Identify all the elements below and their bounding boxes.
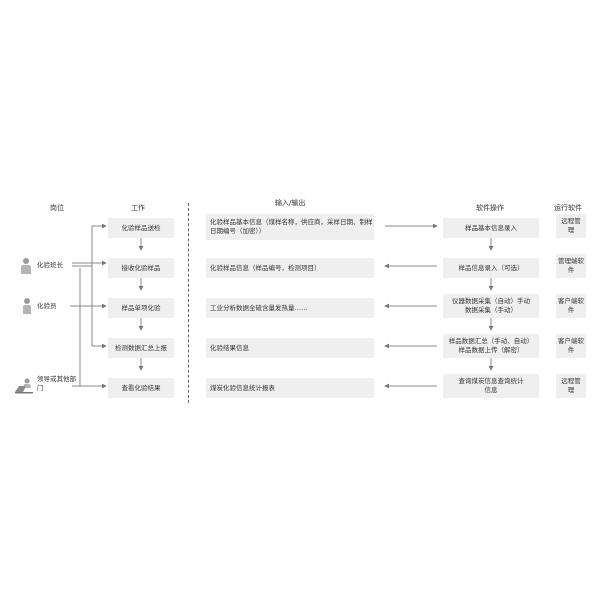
header-work: 工作 (131, 204, 145, 212)
column-divider (188, 203, 189, 403)
run-box-2: 管理端软件 (556, 254, 586, 278)
sw-box-1: 样品基本信息录入 (443, 218, 539, 238)
run-label: 客户端软件 (558, 337, 584, 354)
io-box-1: 化验样品基本信息（煤样名称，供应商，采样日期、制样日期编号（加密）） (206, 214, 374, 240)
sw-box-3: 仪器数据采集（自动）手动数据采集（手动） (443, 294, 539, 318)
run-box-1: 远程管理 (556, 214, 586, 238)
run-box-3: 客户端软件 (556, 294, 586, 318)
header-run-software: 运行软件 (554, 204, 582, 212)
sw-label: 样品信息录入（可选） (458, 263, 524, 272)
sw-box-2: 样品信息录入（可选） (443, 258, 539, 278)
run-label: 客户端软件 (558, 297, 584, 314)
io-label: 工业分析数据全硫含量发热量…… (210, 303, 308, 312)
person-icon (22, 297, 32, 319)
io-label: 化验样品信息（样品编号，检测项目） (210, 263, 321, 272)
io-label: 化验样品基本信息（煤样名称，供应商，采样日期、制样日期编号（加密）） (210, 218, 373, 235)
work-label: 检测数据汇总上报 (115, 343, 167, 352)
sw-label: 样品数据汇总（手动、自动）样品数据上传（解密） (448, 337, 534, 354)
work-box-4: 检测数据汇总上报 (108, 338, 174, 358)
work-box-3: 样品单项化验 (108, 298, 174, 318)
sw-label: 查询煤炭信息查询统计信息 (458, 377, 524, 394)
io-box-2: 化验样品信息（样品编号，检测项目） (206, 258, 374, 278)
io-box-4: 化验结果信息 (206, 338, 374, 358)
sw-box-5: 查询煤炭信息查询统计信息 (443, 374, 539, 398)
work-label: 样品单项化验 (121, 303, 161, 312)
io-box-3: 工业分析数据全硫含量发热量…… (206, 298, 374, 318)
run-label: 远程管理 (561, 217, 581, 234)
run-label: 管理端软件 (558, 257, 584, 274)
header-software-op: 软件操作 (476, 204, 504, 212)
header-post: 岗位 (50, 204, 64, 212)
io-box-5: 煤炭化验信息统计报表 (206, 378, 374, 398)
role-label-analyst: 化验员 (37, 302, 57, 310)
work-label: 化验样品送检 (121, 223, 161, 232)
sw-label: 仪器数据采集（自动）手动数据采集（手动） (452, 297, 530, 314)
work-label: 接收化验样品 (121, 263, 161, 272)
run-label: 远程管理 (561, 377, 581, 394)
work-box-1: 化验样品送检 (108, 218, 174, 238)
work-label: 查看化验结果 (121, 383, 161, 392)
header-io: 输入/输出 (275, 199, 306, 207)
work-box-5: 查看化验结果 (108, 378, 174, 398)
io-label: 化验结果信息 (210, 343, 249, 352)
run-box-5: 远程管理 (556, 374, 586, 398)
sw-box-4: 样品数据汇总（手动、自动）样品数据上传（解密） (443, 334, 539, 358)
run-box-4: 客户端软件 (556, 334, 586, 358)
person-icon (20, 257, 32, 279)
laptop-user-icon (14, 378, 34, 398)
sw-label: 样品基本信息录入 (465, 223, 517, 232)
io-label: 煤炭化验信息统计报表 (210, 383, 275, 392)
work-box-2: 接收化验样品 (108, 258, 174, 278)
role-label-other: 领导或其他部门 (37, 375, 76, 392)
role-label-leader: 化验班长 (37, 261, 63, 269)
